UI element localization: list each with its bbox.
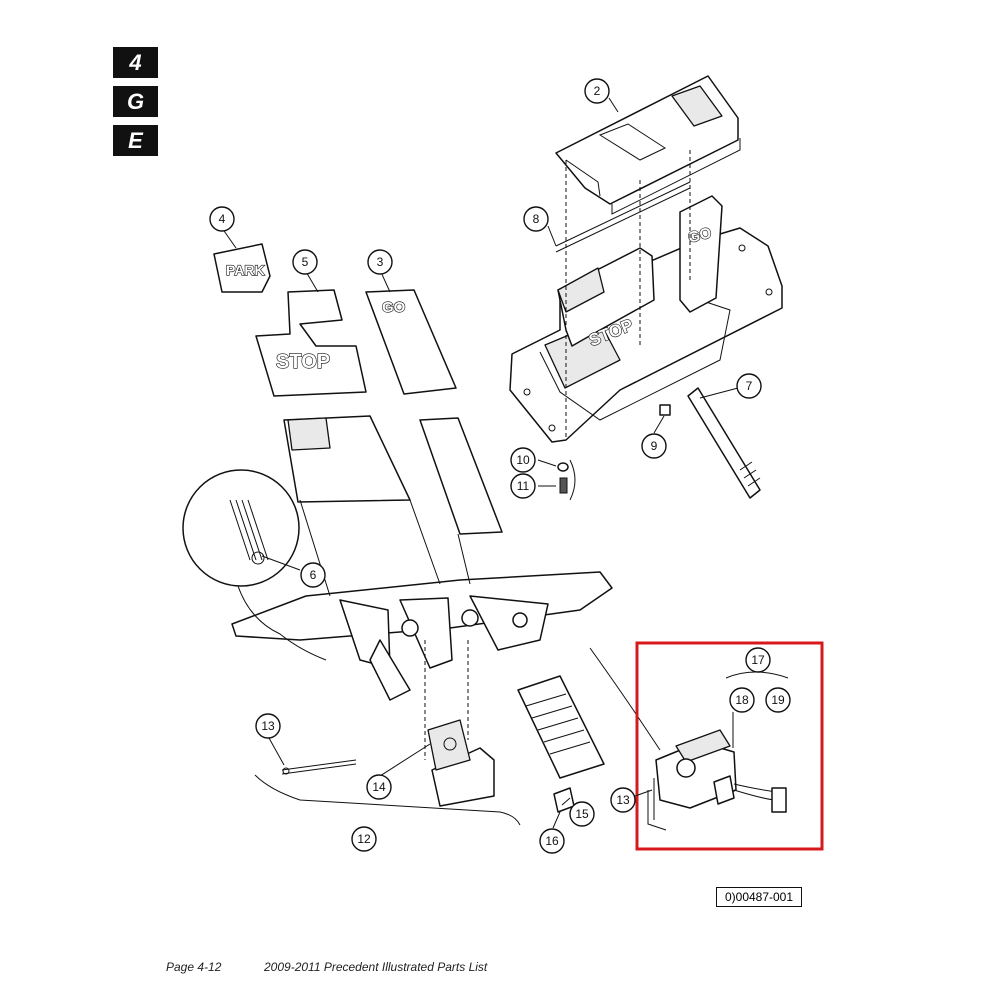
stop-pedal-mounted — [557, 247, 655, 347]
callout-9: 9 — [641, 433, 667, 459]
callout-circle — [610, 787, 636, 813]
pedal-sensor — [647, 671, 789, 831]
callout-circle — [367, 249, 393, 275]
callout-label: 3 — [377, 255, 384, 269]
callout-circle — [366, 774, 392, 800]
footer-title: 2009-2011 Precedent Illustrated Parts Li… — [264, 960, 488, 974]
callout-label: 10 — [516, 453, 530, 467]
pedal-cover — [555, 75, 739, 205]
park-pad-label: PARK — [226, 262, 265, 278]
callout-label: 19 — [771, 693, 785, 707]
callout-2: 2 — [584, 78, 610, 104]
go-pad-label: GO — [382, 299, 406, 316]
callout-circle — [510, 473, 536, 499]
callout-label: 9 — [651, 439, 658, 453]
callout-circle — [300, 562, 326, 588]
callout-circle — [765, 687, 791, 713]
callout-label: 8 — [533, 212, 540, 226]
linkage — [431, 747, 495, 807]
callout-8: 8 — [523, 206, 549, 232]
stop-pad: STOP — [255, 289, 367, 397]
section-tab-g: G — [113, 86, 158, 117]
callout-label: 7 — [746, 379, 753, 393]
callout-circle — [510, 447, 536, 473]
highlight-box — [635, 641, 824, 851]
callout-3: 3 — [367, 249, 393, 275]
callout-label: 6 — [310, 568, 317, 582]
nut — [659, 404, 671, 416]
callout-circle — [745, 647, 771, 673]
callout-label: 2 — [594, 84, 601, 98]
go-pedal-mounted-label: GO — [686, 224, 713, 246]
callout-11: 11 — [510, 473, 536, 499]
callout-4: 4 — [209, 206, 235, 232]
callout-circle — [584, 78, 610, 104]
callout-circle — [729, 687, 755, 713]
spring-detail-inset — [182, 469, 300, 587]
callout-17: 17 — [745, 647, 771, 673]
callout-circle — [351, 826, 377, 852]
stop-pad-label: STOP — [276, 351, 330, 373]
section-tab-e: E — [113, 125, 158, 156]
figure-id: 0)00487-001 — [716, 887, 802, 907]
callout-circle — [209, 206, 235, 232]
callout-5: 5 — [292, 249, 318, 275]
screw — [559, 477, 568, 494]
callout-label: 13 — [616, 793, 630, 807]
callout-6: 6 — [300, 562, 326, 588]
pedal-housing-assembly: STOP GO — [509, 75, 783, 501]
callout-14: 14 — [366, 774, 392, 800]
callout-label: 11 — [517, 479, 530, 493]
callout-circle — [539, 828, 565, 854]
callout-12: 12 — [351, 826, 377, 852]
callout-circle — [736, 373, 762, 399]
go-pedal-mounted — [679, 195, 723, 313]
callout-circle — [569, 801, 595, 827]
callout-circle — [255, 713, 281, 739]
callout-circle — [523, 206, 549, 232]
park-pad: PARK — [213, 243, 271, 293]
callout-label: 13 — [261, 719, 275, 733]
callout-label: 18 — [735, 693, 749, 707]
washer — [557, 462, 569, 472]
go-pad: GO — [365, 289, 457, 395]
callout-label: 4 — [219, 212, 226, 226]
callout-group: 2 4 5 3 8 7 9 10 11 6 13 14 12 15 16 17 18 19 13 — [209, 78, 791, 854]
callout-16: 16 — [539, 828, 565, 854]
section-tab-4: 4 — [113, 47, 158, 78]
callout-19: 19 — [765, 687, 791, 713]
callout-15: 15 — [569, 801, 595, 827]
callout-13: 13 — [255, 713, 281, 739]
callout-13: 13 — [610, 787, 636, 813]
callout-label: 5 — [302, 255, 309, 269]
footer-page: Page 4-12 — [166, 960, 222, 974]
callout-circle — [292, 249, 318, 275]
callout-label: 14 — [372, 780, 386, 794]
callout-label: 17 — [751, 653, 765, 667]
spring-assembly — [517, 675, 605, 779]
callout-label: 16 — [545, 834, 559, 848]
callout-label: 12 — [357, 832, 371, 846]
callout-circle — [641, 433, 667, 459]
callout-18: 18 — [729, 687, 755, 713]
bolt — [687, 387, 761, 499]
callout-10: 10 — [510, 447, 536, 473]
callout-label: 15 — [575, 807, 589, 821]
callout-7: 7 — [736, 373, 762, 399]
pedal-bracket-assembly — [182, 415, 661, 826]
